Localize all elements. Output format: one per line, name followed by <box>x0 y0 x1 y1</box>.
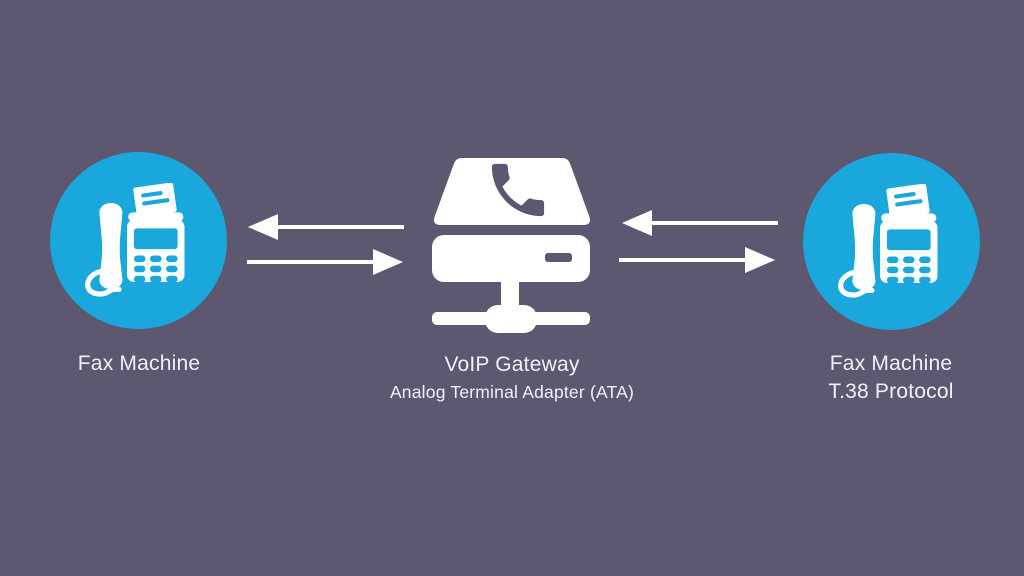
left-fax-label: Fax Machine <box>9 350 269 378</box>
voip-gateway-subtitle: Analog Terminal Adapter (ATA) <box>389 382 635 402</box>
voip-gateway-title: VoIP Gateway <box>444 353 580 376</box>
fax-machine-icon <box>838 184 938 298</box>
right-fax-protocol-text: T.38 Protocol <box>828 380 954 403</box>
right-fax-label: Fax Machine T.38 Protocol <box>761 350 1021 406</box>
left-fax-label-text: Fax Machine <box>77 352 201 375</box>
phone-handset-icon <box>491 163 545 217</box>
voip-gateway-label: VoIP Gateway Analog Terminal Adapter (AT… <box>382 351 642 405</box>
arrow-left-fax-to-gateway <box>247 249 403 275</box>
left-fax-node-circle <box>50 152 227 329</box>
voip-gateway-ata-icon <box>432 158 591 333</box>
arrow-gateway-to-right-fax <box>619 247 775 273</box>
right-fax-label-text: Fax Machine <box>829 352 953 375</box>
fax-machine-icon <box>85 183 185 297</box>
right-fax-node-circle <box>803 153 980 330</box>
arrow-gateway-to-left-fax <box>248 214 404 240</box>
voip-gateway-icon <box>432 157 592 333</box>
arrow-right-fax-to-gateway <box>622 210 778 236</box>
